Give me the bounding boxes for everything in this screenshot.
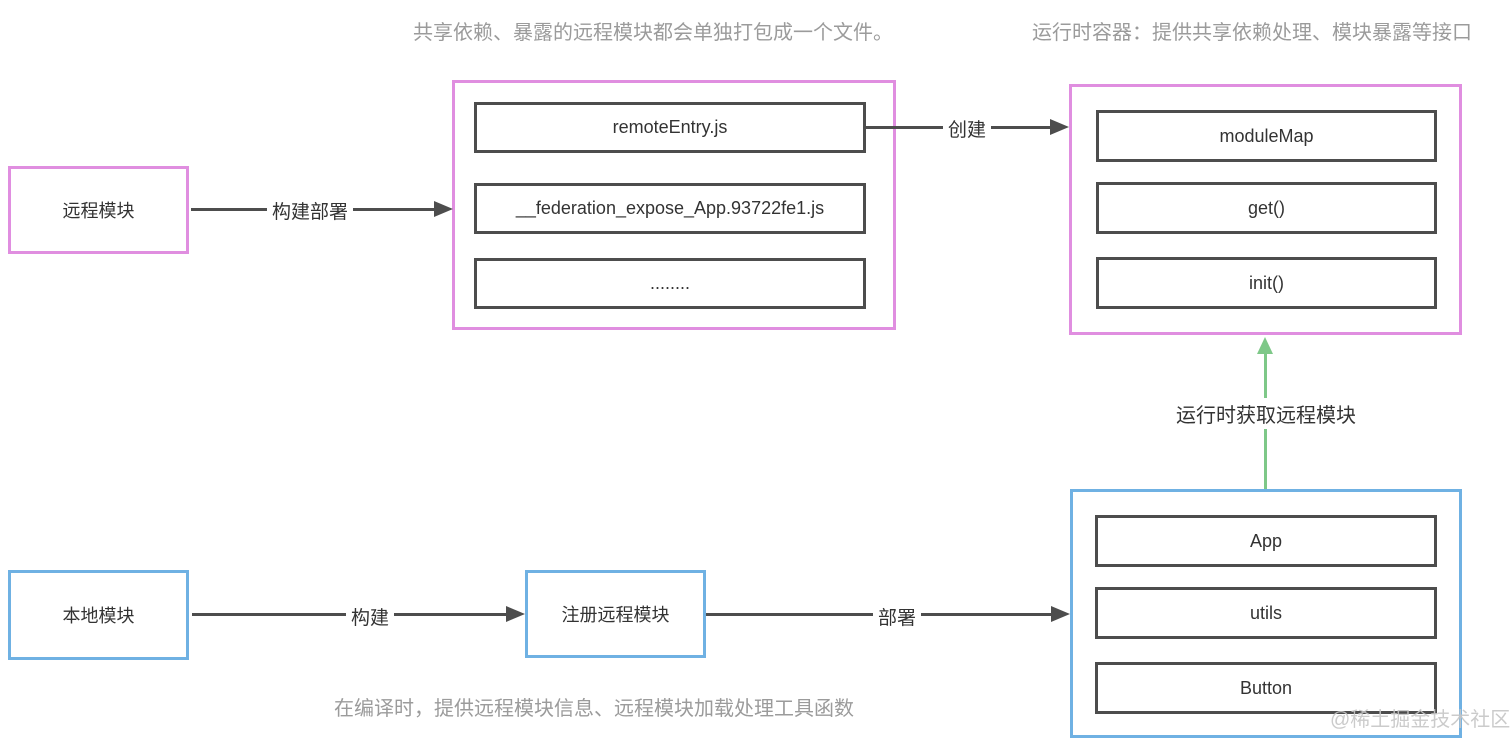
init-box: init(): [1096, 257, 1437, 309]
arrow-create-head: [1050, 119, 1069, 135]
app-label: App: [1249, 530, 1283, 551]
remote-entry-label: remoteEntry.js: [612, 117, 728, 137]
remote-bundle-container: remoteEntry.js __federation_expose_App.9…: [452, 80, 896, 330]
remote-module-label: 远程模块: [62, 201, 135, 221]
remote-module-box: 远程模块: [8, 166, 189, 254]
ellipsis-box: ........: [474, 258, 866, 309]
arrow-create-label: 创建: [942, 114, 992, 143]
get-box: get(): [1096, 182, 1437, 234]
get-label: get(): [1247, 197, 1285, 218]
arrow-build-deploy-label: 构建部署: [266, 196, 354, 225]
watermark: @稀土掘金技术社区: [1330, 709, 1511, 731]
register-remote-label: 注册远程模块: [561, 605, 670, 625]
arrow-runtime-fetch-label: 运行时获取远程模块: [1171, 398, 1361, 429]
ellipsis-label: ........: [649, 273, 690, 293]
arrow-build-deploy-head: [434, 201, 453, 217]
runtime-container: moduleMap get() init(): [1069, 84, 1462, 335]
utils-box: utils: [1095, 587, 1437, 639]
utils-label: utils: [1249, 602, 1282, 623]
arrow-deploy-head: [1051, 606, 1070, 622]
local-module-label: 本地模块: [62, 606, 135, 626]
note-top-right: 运行时容器：提供共享依赖处理、模块暴露等接口: [1032, 22, 1472, 44]
federation-expose-box: __federation_expose_App.93722fe1.js: [474, 183, 866, 234]
module-map-box: moduleMap: [1096, 110, 1437, 162]
arrow-deploy-label: 部署: [872, 602, 922, 631]
arrow-runtime-fetch-head: [1257, 337, 1273, 354]
local-module-box: 本地模块: [8, 570, 189, 660]
note-bottom: 在编译时，提供远程模块信息、远程模块加载处理工具函数: [334, 698, 854, 720]
federation-expose-label: __federation_expose_App.93722fe1.js: [515, 198, 825, 218]
arrow-build-label: 构建: [345, 602, 395, 631]
local-container: App utils Button: [1070, 489, 1462, 738]
button-box: Button: [1095, 662, 1437, 714]
arrow-build-head: [506, 606, 525, 622]
app-box: App: [1095, 515, 1437, 567]
register-remote-box: 注册远程模块: [525, 570, 706, 658]
note-top-center: 共享依赖、暴露的远程模块都会单独打包成一个文件。: [413, 22, 893, 44]
module-map-label: moduleMap: [1219, 125, 1314, 146]
remote-entry-box: remoteEntry.js: [474, 102, 866, 153]
button-label: Button: [1239, 677, 1293, 698]
init-label: init(): [1249, 272, 1284, 293]
